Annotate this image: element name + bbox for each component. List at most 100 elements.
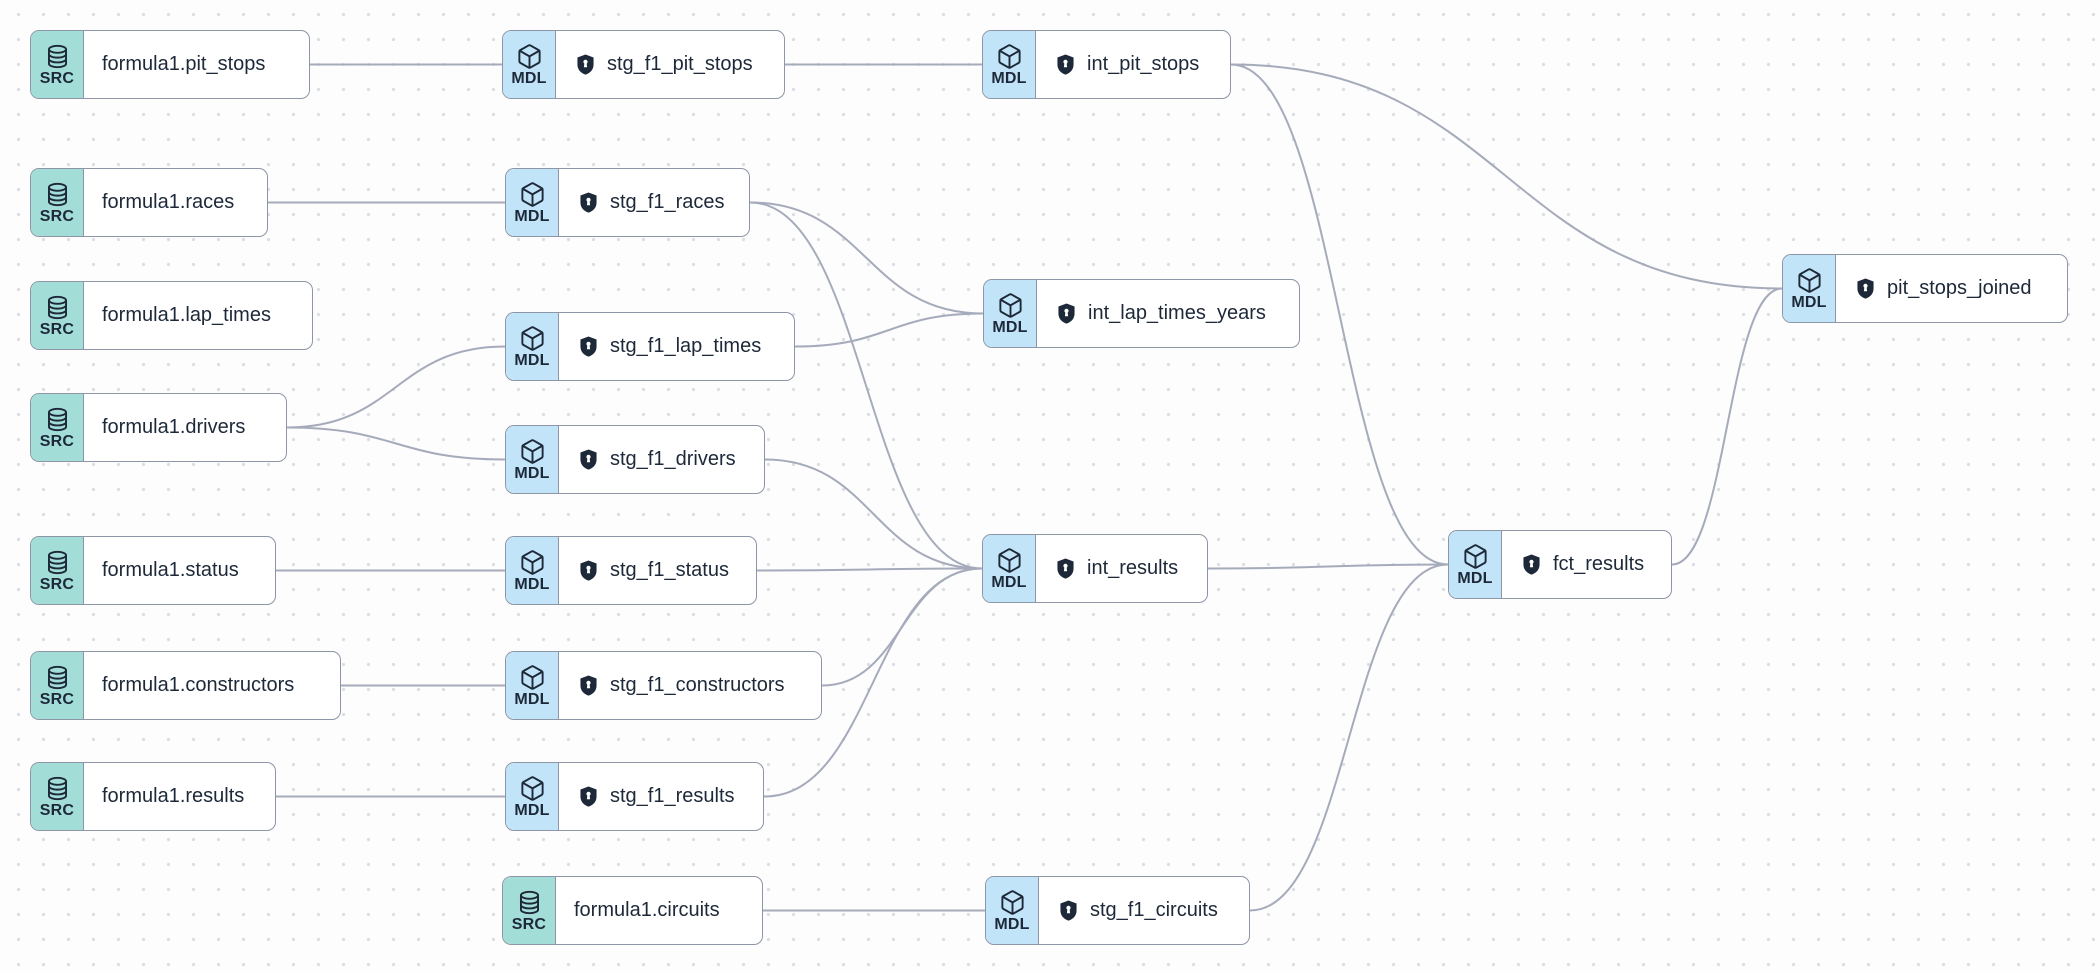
shield-icon [577,448,600,471]
shield-icon [577,674,600,697]
node-type-label: MDL [514,575,550,593]
shield-icon [577,335,600,358]
node-type-badge: MDL [506,537,559,604]
node-type-badge: MDL [506,313,559,380]
shield-icon [577,785,600,808]
node-label: stg_f1_drivers [610,448,736,470]
node-type-badge: MDL [506,763,559,830]
node-formula1_circuits[interactable]: SRC formula1.circuits [502,876,763,945]
node-stg_f1_lap_times[interactable]: MDL stg_f1_lap_times [505,312,795,381]
cube-icon [1462,543,1489,570]
node-formula1_races[interactable]: SRC formula1.races [30,168,268,237]
node-label: stg_f1_status [610,559,729,581]
database-icon [44,406,71,433]
node-type-badge: SRC [31,31,84,98]
node-formula1_constructors[interactable]: SRC formula1.constructors [30,651,341,720]
shield-icon [1054,53,1077,76]
node-int_pit_stops[interactable]: MDL int_pit_stops [982,30,1231,99]
edge-formula1_drivers-stg_f1_lap_times [286,345,506,429]
database-icon [44,775,71,802]
node-type-badge: SRC [503,877,556,944]
node-label: formula1.constructors [102,674,295,696]
edge-stg_f1_circuits-fct_results [1249,563,1449,912]
node-stg_f1_status[interactable]: MDL stg_f1_status [505,536,757,605]
database-icon [44,549,71,576]
node-label: formula1.lap_times [102,304,271,326]
node-formula1_status[interactable]: SRC formula1.status [30,536,276,605]
node-type-label: MDL [514,690,550,708]
node-stg_f1_drivers[interactable]: MDL stg_f1_drivers [505,425,765,494]
node-type-label: SRC [39,320,75,338]
cube-icon [519,664,546,691]
edge-fct_results-pit_stops_joined [1671,287,1783,566]
node-type-badge: SRC [31,282,84,349]
edge-stg_f1_races-int_results [749,201,983,570]
node-type-label: MDL [1457,569,1493,587]
node-label: stg_f1_constructors [610,674,785,696]
edge-stg_f1_lap_times-int_lap_times_years [794,312,984,348]
shield-icon [577,191,600,214]
database-icon [44,43,71,70]
database-icon [44,181,71,208]
node-label: int_lap_times_years [1088,302,1266,324]
node-stg_f1_circuits[interactable]: MDL stg_f1_circuits [985,876,1250,945]
node-label: int_results [1087,557,1179,579]
node-type-badge: SRC [31,652,84,719]
node-type-badge: MDL [983,535,1036,602]
cube-icon [519,549,546,576]
node-type-label: SRC [39,575,75,593]
node-pit_stops_joined[interactable]: MDL pit_stops_joined [1782,254,2068,323]
node-formula1_lap_times[interactable]: SRC formula1.lap_times [30,281,313,350]
edge-int_results-fct_results [1207,563,1449,570]
shield-icon [577,559,600,582]
node-fct_results[interactable]: MDL fct_results [1448,530,1672,599]
node-label: int_pit_stops [1087,53,1200,75]
edge-stg_f1_drivers-int_results [764,458,983,570]
edge-int_pit_stops-fct_results [1230,63,1449,566]
node-type-badge: MDL [506,169,559,236]
edge-int_pit_stops-pit_stops_joined [1230,63,1783,290]
node-type-label: MDL [991,69,1027,87]
node-stg_f1_results[interactable]: MDL stg_f1_results [505,762,764,831]
node-label: stg_f1_lap_times [610,335,762,357]
node-label: pit_stops_joined [1887,277,2032,299]
node-label: formula1.races [102,191,235,213]
node-stg_f1_constructors[interactable]: MDL stg_f1_constructors [505,651,822,720]
node-type-badge: MDL [983,31,1036,98]
node-label: formula1.drivers [102,416,246,438]
node-label: formula1.results [102,785,245,807]
node-type-label: MDL [511,69,547,87]
node-type-label: MDL [992,318,1028,336]
node-label: formula1.status [102,559,239,581]
node-type-label: MDL [514,207,550,225]
node-stg_f1_races[interactable]: MDL stg_f1_races [505,168,750,237]
node-type-label: SRC [39,207,75,225]
node-label: formula1.pit_stops [102,53,266,75]
node-type-badge: MDL [1449,531,1502,598]
node-type-badge: MDL [1783,255,1836,322]
cube-icon [996,547,1023,574]
node-type-badge: SRC [31,394,84,461]
edge-stg_f1_results-int_results [763,567,983,798]
edge-stg_f1_status-int_results [756,567,983,572]
cube-icon [999,889,1026,916]
node-type-badge: MDL [984,280,1037,347]
node-type-badge: SRC [31,763,84,830]
shield-icon [1520,553,1543,576]
node-formula1_pit_stops[interactable]: SRC formula1.pit_stops [30,30,310,99]
cube-icon [1796,267,1823,294]
node-formula1_results[interactable]: SRC formula1.results [30,762,276,831]
node-type-label: MDL [514,801,550,819]
node-type-label: SRC [39,690,75,708]
node-type-label: SRC [39,801,75,819]
node-int_lap_times_years[interactable]: MDL int_lap_times_years [983,279,1300,348]
cube-icon [997,292,1024,319]
node-label: stg_f1_pit_stops [607,53,753,75]
node-stg_f1_pit_stops[interactable]: MDL stg_f1_pit_stops [502,30,785,99]
node-int_results[interactable]: MDL int_results [982,534,1208,603]
database-icon [44,294,71,321]
node-type-badge: MDL [503,31,556,98]
cube-icon [519,325,546,352]
node-formula1_drivers[interactable]: SRC formula1.drivers [30,393,287,462]
